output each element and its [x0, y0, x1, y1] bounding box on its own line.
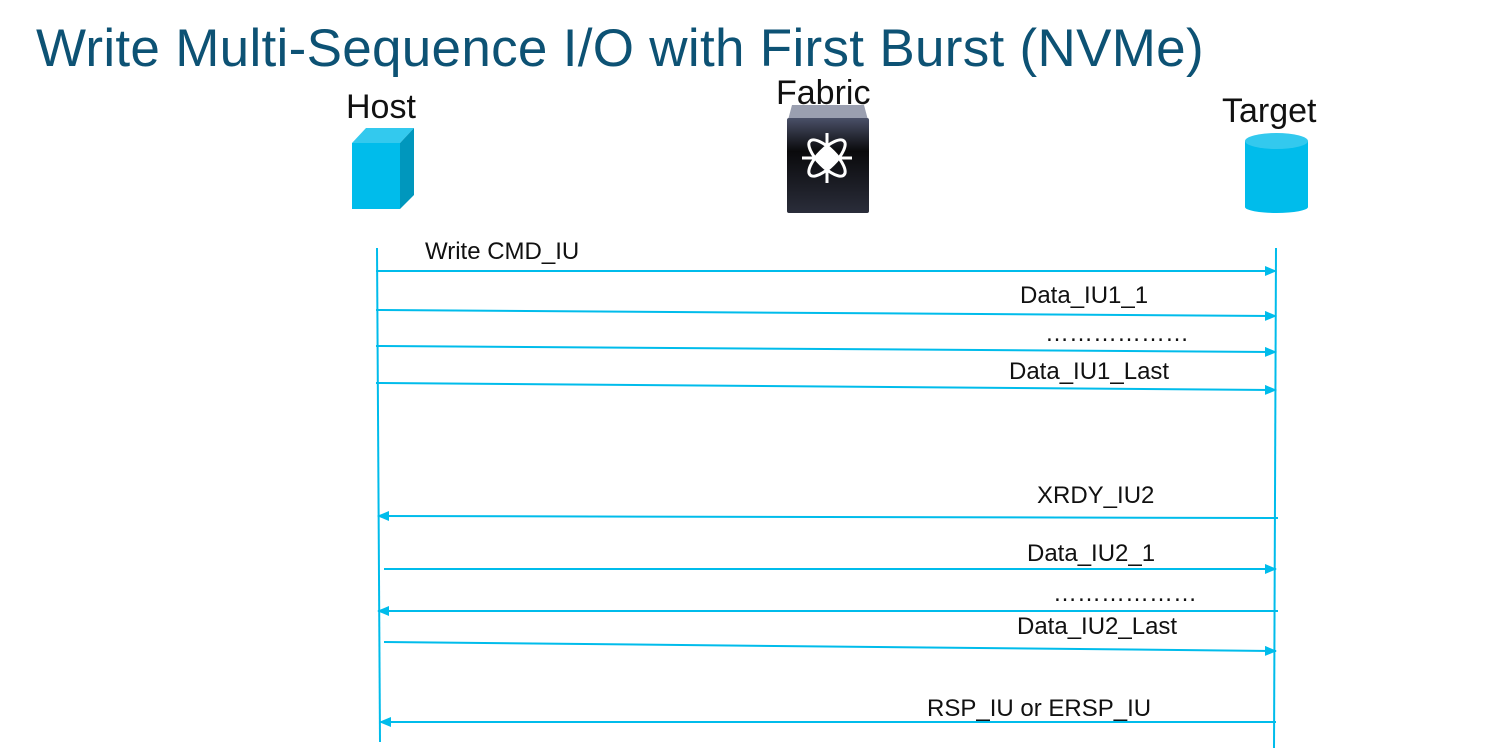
target-lifeline [1273, 247, 1277, 749]
message-label: XRDY_IU2 [1037, 482, 1155, 509]
message-label: Data_IU1_1 [1020, 282, 1149, 309]
message-label: Data_IU1_Last [1009, 358, 1170, 385]
server-cube-icon [352, 128, 414, 209]
message-arrow-host-to-target [383, 641, 1277, 656]
message-arrow-host-to-target [375, 309, 1277, 321]
host-lifeline [376, 247, 381, 743]
message-label: RSP_IU or ERSP_IU [927, 695, 1152, 722]
target-label: Target [1222, 92, 1317, 130]
host-label: Host [346, 88, 416, 126]
message-arrow-target-to-host [377, 511, 1279, 522]
message-arrow-host-to-target [375, 382, 1277, 395]
message-label: Data_IU2_1 [1027, 540, 1156, 567]
diagram-title: Write Multi-Sequence I/O with First Burs… [36, 19, 1204, 78]
message-label: Write CMD_IU [425, 238, 580, 265]
message-label: ……………… [1053, 580, 1197, 607]
message-label: Data_IU2_Last [1017, 613, 1178, 640]
message-label: ……………… [1045, 320, 1189, 347]
message-arrow-host-to-target [375, 345, 1277, 357]
storage-cylinder-icon [1245, 133, 1308, 213]
fabric-switch-icon [787, 105, 869, 213]
